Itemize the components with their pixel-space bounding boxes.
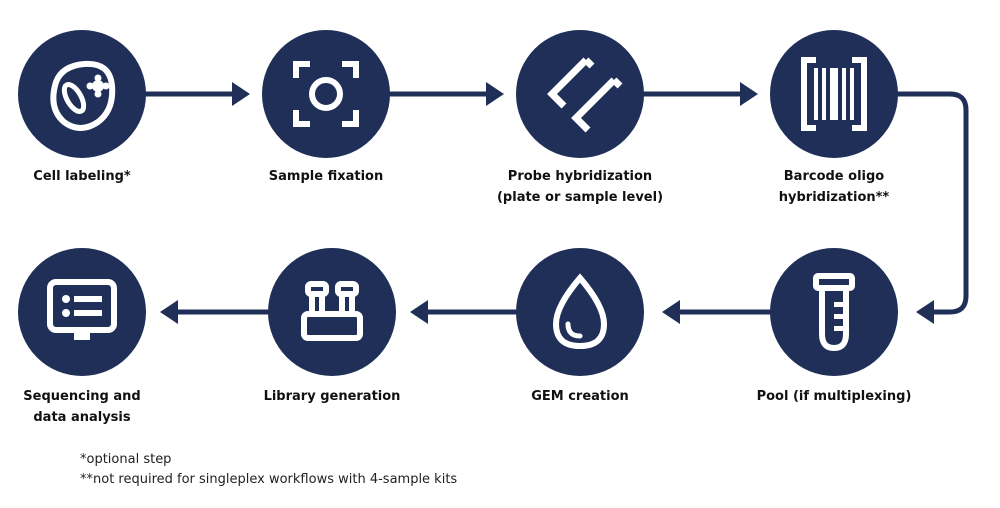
- test-tube-icon: [813, 273, 855, 352]
- step-sequencing-label: Sequencing and data analysis: [23, 389, 141, 425]
- probe-brackets-icon: [547, 57, 623, 133]
- step-sample-fixation-label: Sample fixation: [268, 169, 384, 184]
- step-cell-labeling-label: Cell labeling*: [33, 169, 131, 184]
- barcode-icon: [801, 57, 867, 131]
- step-library-generation-label: Library generation: [263, 389, 401, 404]
- monitor-icon: [47, 279, 117, 340]
- step-gem-creation-label: GEM creation: [531, 389, 629, 404]
- step-probe-hybridization-label: Probe hybridization (plate or sample lev…: [496, 169, 664, 205]
- tube-rack-icon: [301, 281, 363, 341]
- step-pool-node: [770, 248, 898, 376]
- step-sample-fixation-node: [262, 30, 390, 158]
- step-gem-creation-node: [516, 248, 644, 376]
- step-barcode-oligo-label: Barcode oligo hybridization**: [778, 169, 890, 205]
- cell-icon: [50, 60, 116, 131]
- droplet-icon: [552, 273, 608, 350]
- footnote-not-required: **not required for singleplex workflows …: [80, 472, 458, 487]
- footnote-optional: *optional step: [80, 452, 172, 467]
- step-pool-label: Pool (if multiplexing): [756, 389, 912, 404]
- step-cell-labeling-node: [18, 30, 146, 158]
- step-barcode-oligo-node: [770, 30, 898, 158]
- focus-target-icon: [293, 61, 359, 127]
- step-library-generation-node: [268, 248, 396, 376]
- step-probe-hybridization-node: [516, 30, 644, 158]
- step-sequencing-node: [18, 248, 146, 376]
